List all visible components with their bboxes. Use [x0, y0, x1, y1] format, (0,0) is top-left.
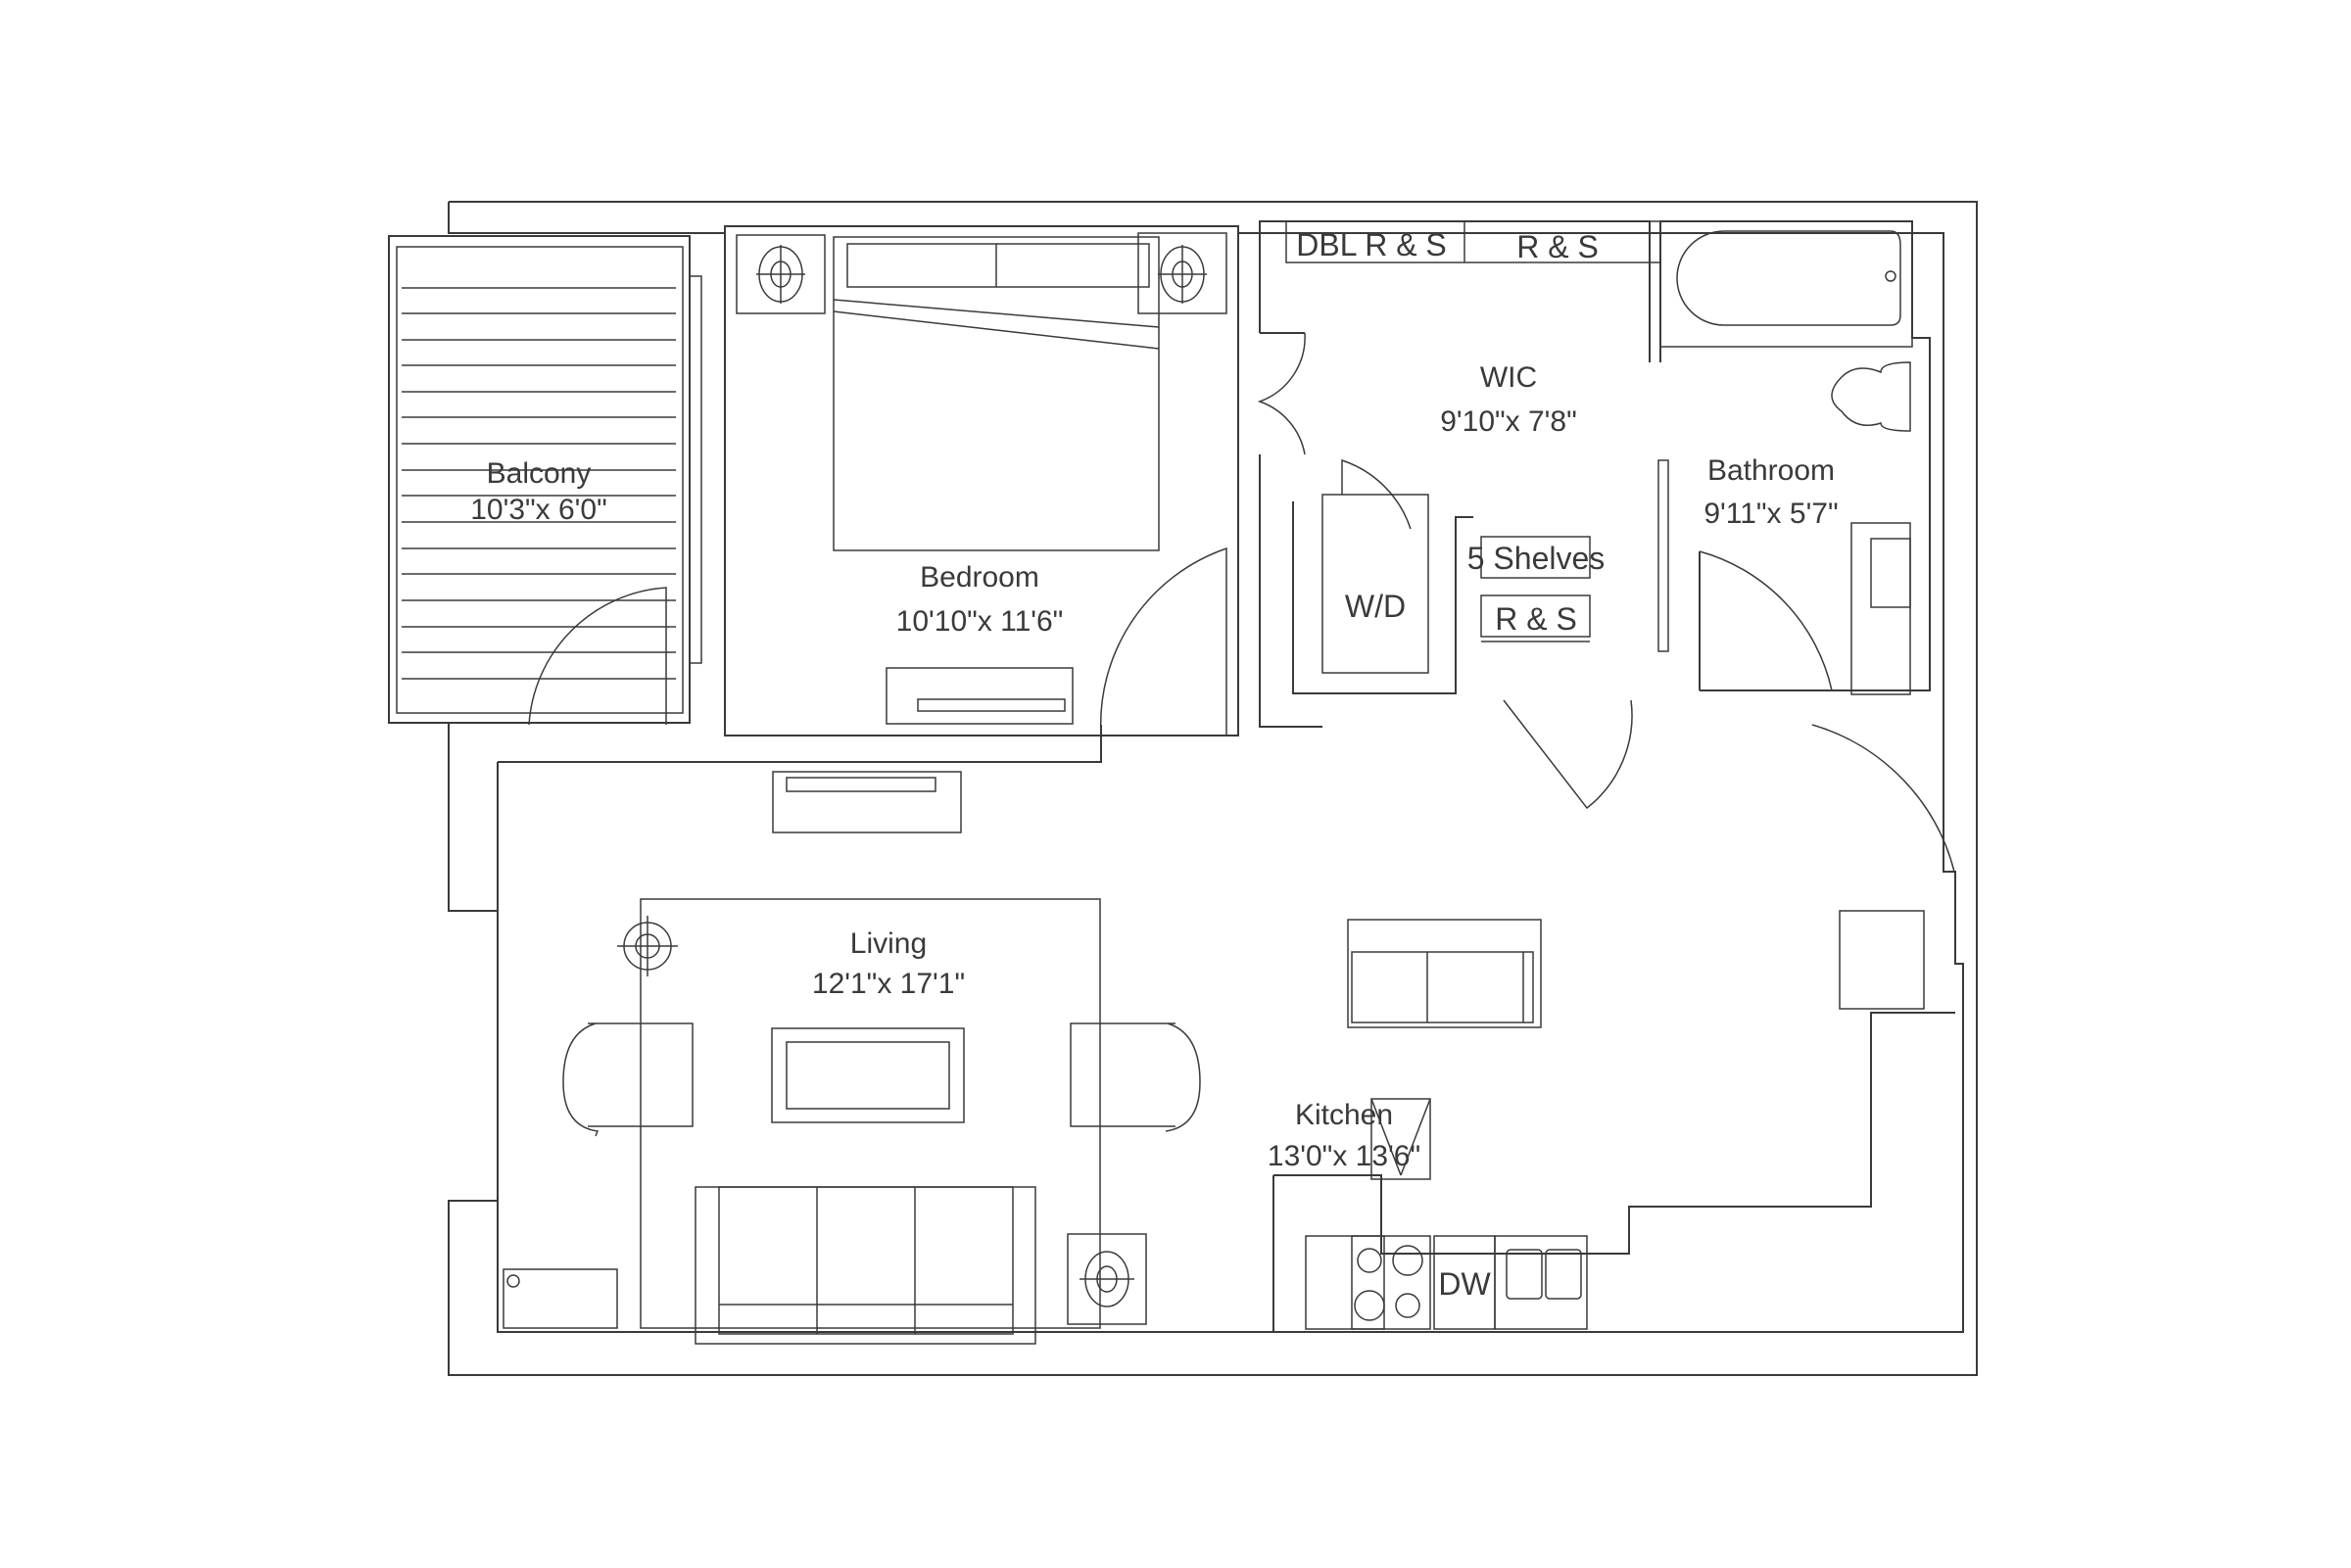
kitchen: DW Kitchen 13'0"x 13'6": [1268, 910, 1955, 1332]
washer-dryer: [1321, 494, 1429, 674]
rs-lower-label: R & S: [1495, 601, 1577, 637]
bathroom-dims: 9'11"x 5'7": [1703, 498, 1838, 530]
living-name: Living: [850, 927, 927, 960]
balcony: Balcony 10'3"x 6'0": [388, 235, 702, 726]
bedroom: Bedroom 10'10"x 11'6": [724, 225, 1239, 736]
bedroom-name: Bedroom: [920, 561, 1039, 594]
sofa: [695, 1186, 1036, 1345]
five-shelves-label: 5 Shelves: [1467, 541, 1606, 576]
dw-label: DW: [1438, 1266, 1491, 1302]
wic-dims: 9'10"x 7'8": [1440, 405, 1577, 438]
exterior-walls: [448, 201, 1978, 1376]
living-dims: 12'1"x 17'1": [812, 968, 965, 1000]
rs-lower: [1480, 594, 1591, 638]
hood: [1370, 1098, 1431, 1180]
kitchen-dims: 13'0"x 13'6": [1268, 1140, 1420, 1172]
side-table: [1067, 1233, 1147, 1325]
balcony-name: Balcony: [487, 457, 592, 490]
cabinet: [503, 1268, 618, 1329]
armchair-left: [562, 1022, 694, 1137]
bathroom: Bathroom 9'11"x 5'7": [1657, 220, 1955, 873]
balcony-dims: 10'3"x 6'0": [470, 494, 607, 526]
nightstand-left: [736, 234, 826, 314]
nightstand-right: [1137, 232, 1227, 314]
living-room: Living 12'1"x 17'1": [503, 771, 1201, 1345]
bed: [833, 236, 1160, 551]
kitchen-island: [1347, 919, 1542, 1028]
area-rug: [640, 898, 1101, 1329]
bedroom-dims: 10'10"x 11'6": [896, 605, 1064, 638]
walk-in-closet: DBL R & S R & S W/D 5 Shelves R & S WIC …: [1257, 220, 1661, 810]
sliding-door: [1657, 459, 1669, 652]
dresser: [886, 667, 1074, 725]
bathroom-name: Bathroom: [1707, 454, 1835, 487]
kitchen-name: Kitchen: [1295, 1099, 1393, 1131]
armchair-right: [1070, 1022, 1201, 1132]
wd-label: W/D: [1345, 589, 1406, 624]
fridge: [1839, 910, 1925, 1010]
wic-name: WIC: [1480, 361, 1537, 394]
dbl-rs-label: DBL R & S: [1296, 227, 1447, 262]
tv-console: [772, 771, 962, 833]
coffee-table: [771, 1027, 965, 1123]
rs-top-label: R & S: [1516, 229, 1599, 264]
vanity: [1850, 522, 1911, 695]
counter-cabinet: [1305, 1235, 1385, 1330]
sink: [1494, 1235, 1588, 1330]
stove: [1351, 1235, 1431, 1330]
five-shelves: [1480, 536, 1591, 579]
